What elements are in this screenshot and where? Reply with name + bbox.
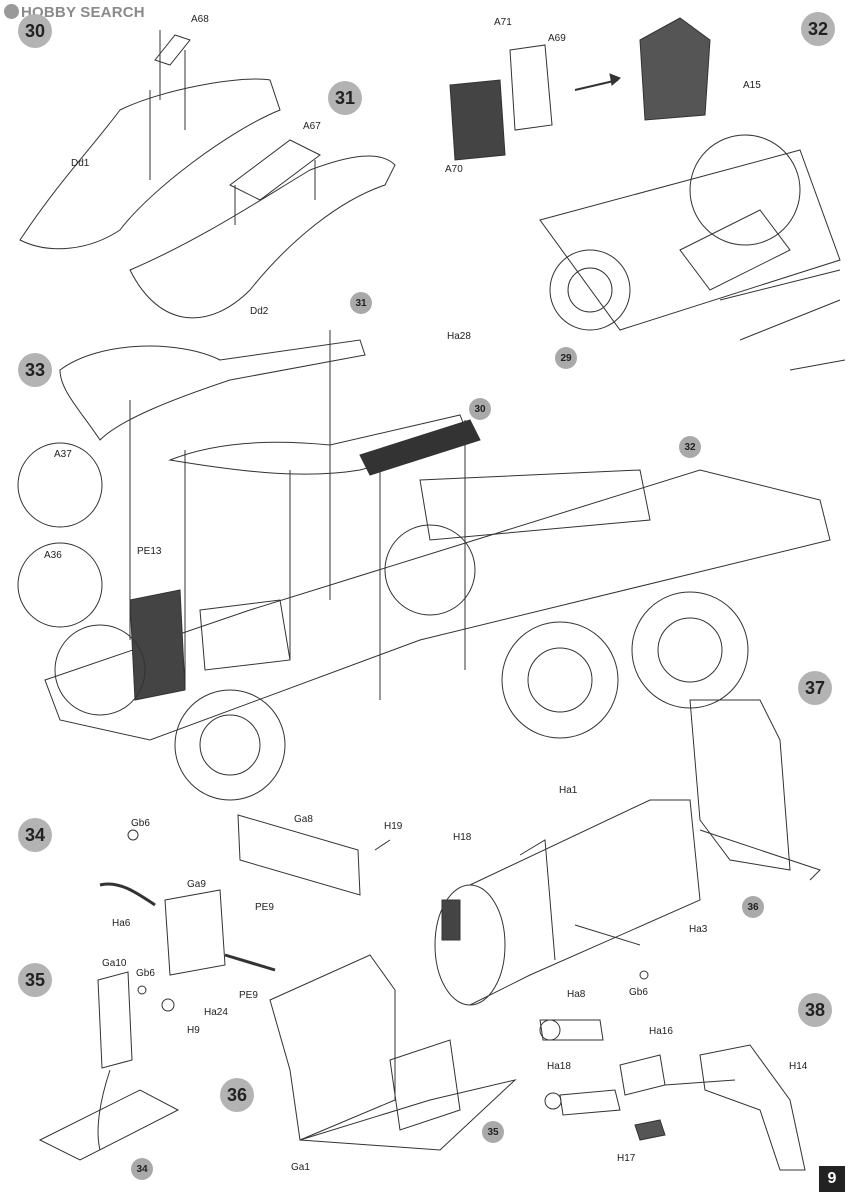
step-number-36: 36 (220, 1078, 254, 1112)
part-label-ha24: Ha24 (204, 1007, 228, 1018)
step-38-parts-illustration (539, 1019, 806, 1171)
part-label-a36: A36 (44, 550, 62, 561)
ref-step-36: 36 (742, 896, 764, 918)
part-label-ha8: Ha8 (567, 989, 586, 1000)
step-32-radiator-illustration (449, 17, 846, 371)
part-label-ha28: Ha28 (447, 331, 471, 342)
step-number-30: 30 (18, 14, 52, 48)
part-label-h18: H18 (453, 832, 472, 843)
part-label-dd2: Dd2 (250, 306, 269, 317)
part-label-pe9-top: PE9 (255, 902, 274, 913)
part-label-pe13: PE13 (137, 546, 162, 557)
ref-step-34: 34 (131, 1158, 153, 1180)
part-label-a15: A15 (743, 80, 761, 91)
step-30-fender-illustration (19, 30, 281, 250)
hobby-search-watermark: HOBBY SEARCH (4, 4, 145, 21)
watermark-text: HOBBY SEARCH (21, 4, 145, 21)
step-number-31: 31 (328, 81, 362, 115)
ref-step-35: 35 (482, 1121, 504, 1143)
step-number-37: 37 (798, 671, 832, 705)
step-33-chassis-illustration (17, 330, 831, 801)
step-number-33: 33 (18, 353, 52, 387)
part-label-dd1: Dd1 (71, 158, 90, 169)
step-number-35: 35 (18, 963, 52, 997)
part-label-a71: A71 (494, 17, 512, 28)
part-label-h17: H17 (617, 1153, 636, 1164)
step-37-tank-illustration (434, 699, 821, 1006)
step-34-parts-illustration (99, 814, 391, 976)
part-label-ha16: Ha16 (649, 1026, 673, 1037)
part-label-a67: A67 (303, 121, 321, 132)
step-number-38: 38 (798, 993, 832, 1027)
part-label-h14: H14 (789, 1061, 808, 1072)
ref-step-31: 31 (350, 292, 372, 314)
step-31-fender-illustration (129, 139, 396, 319)
part-label-ga10: Ga10 (102, 958, 127, 969)
watermark-logo-icon (4, 4, 19, 19)
page-number: 9 (819, 1166, 845, 1192)
ref-step-29: 29 (555, 347, 577, 369)
ref-step-32: 32 (679, 436, 701, 458)
part-label-a70: A70 (445, 164, 463, 175)
step-35-parts-illustration (38, 971, 180, 1161)
part-label-ha1: Ha1 (559, 785, 578, 796)
ref-step-30: 30 (469, 398, 491, 420)
part-label-ga8: Ga8 (294, 814, 313, 825)
part-label-a37: A37 (54, 449, 72, 460)
part-label-h19: H19 (384, 821, 403, 832)
part-label-pe9-bottom: PE9 (239, 990, 258, 1001)
part-label-a69: A69 (548, 33, 566, 44)
part-label-ha3: Ha3 (689, 924, 708, 935)
part-label-ga9: Ga9 (187, 879, 206, 890)
part-label-gb6-step37: Gb6 (629, 987, 648, 998)
step-number-32: 32 (801, 12, 835, 46)
part-label-a68: A68 (191, 14, 209, 25)
part-label-ga1: Ga1 (291, 1162, 310, 1173)
part-label-gb6-step34: Gb6 (131, 818, 150, 829)
part-label-ha6: Ha6 (112, 918, 131, 929)
part-label-ha18: Ha18 (547, 1061, 571, 1072)
part-label-h9: H9 (187, 1025, 200, 1036)
part-label-gb6-step35: Gb6 (136, 968, 155, 979)
step-36-parts-illustration (269, 954, 517, 1151)
step-number-34: 34 (18, 818, 52, 852)
